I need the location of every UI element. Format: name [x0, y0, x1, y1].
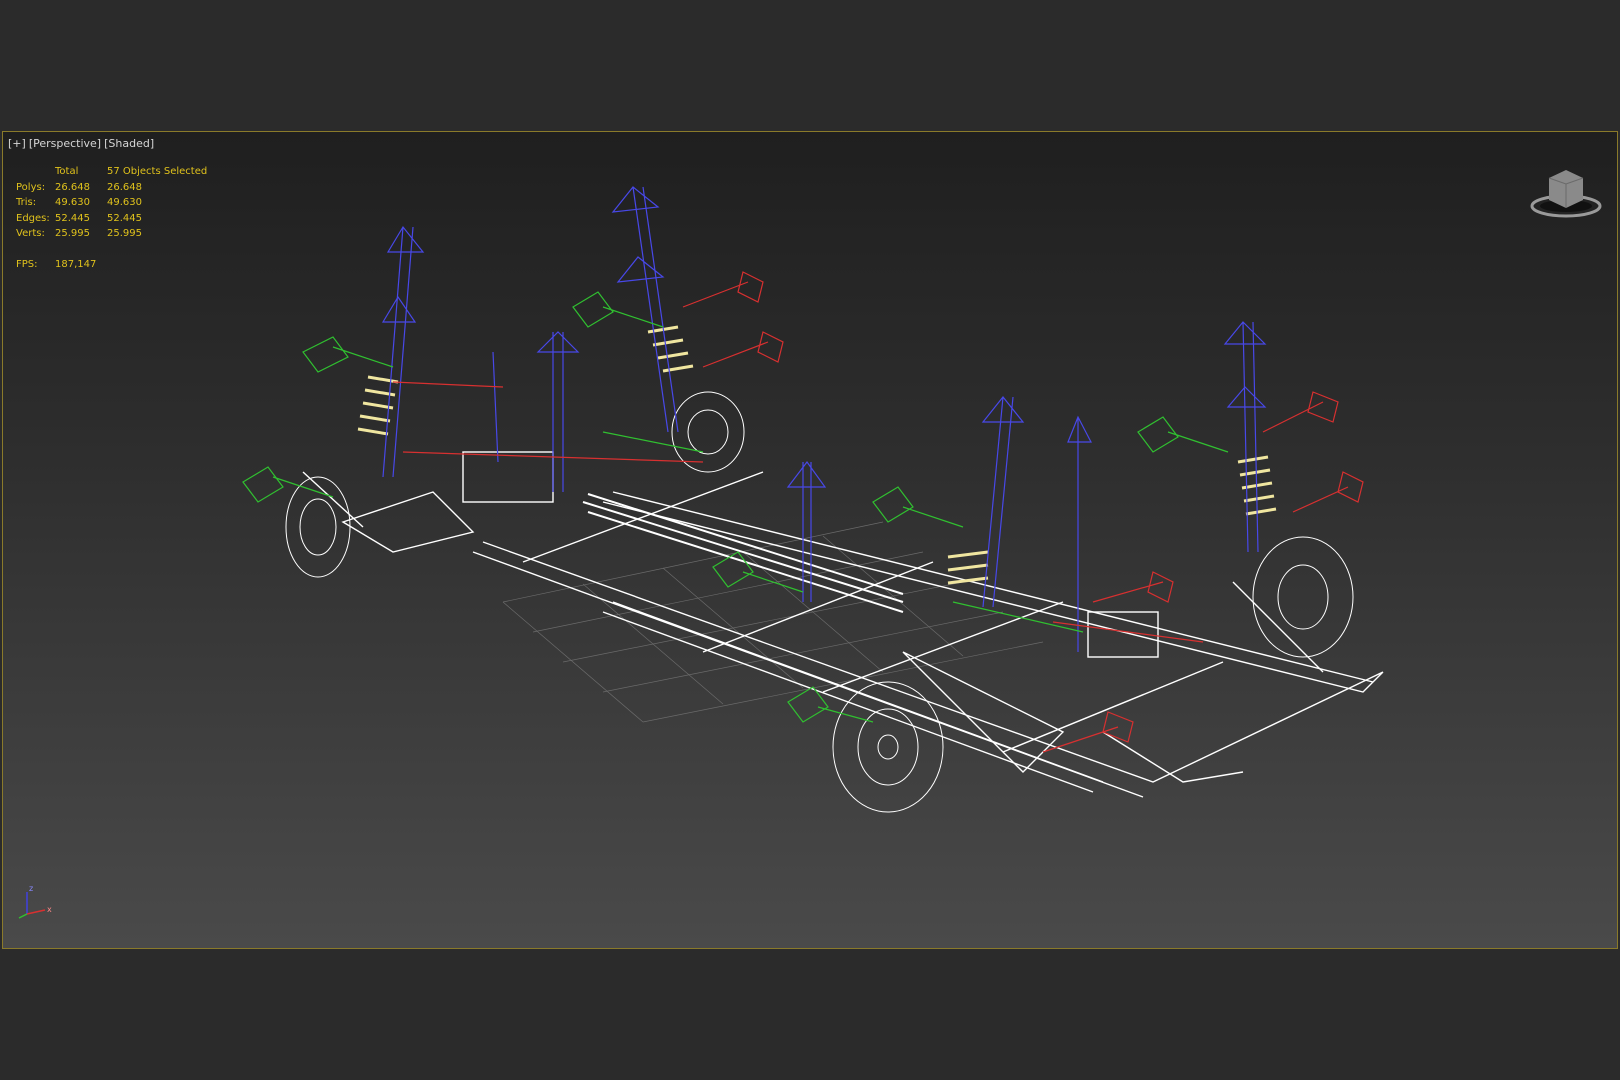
- viewport-label: [+][Perspective][Shaded]: [8, 137, 157, 150]
- stats-total: 26.648: [55, 181, 90, 193]
- stats-selected: 52.445: [107, 212, 142, 224]
- stats-total-header: Total: [55, 166, 79, 177]
- stats-label: Polys:: [16, 181, 46, 193]
- fps-value: 187,147: [55, 258, 97, 270]
- stats-selected: 26.648: [107, 181, 142, 193]
- y-axis-gizmos: [242, 291, 1229, 723]
- viewport-menu-button[interactable]: [+]: [8, 137, 26, 150]
- stats-row-fps: FPS: 187,147: [16, 257, 227, 273]
- axis-z-label: z: [29, 884, 33, 893]
- ground-grid: [502, 521, 1044, 723]
- stats-label: Verts:: [16, 228, 45, 239]
- stats-selected: 25.995: [107, 228, 142, 239]
- perspective-viewport[interactable]: [+][Perspective][Shaded] Total 57 Objects…: [2, 131, 1618, 949]
- stats-selected: 49.630: [107, 197, 142, 208]
- wheels: [285, 391, 1354, 813]
- viewcube-icon[interactable]: [1529, 162, 1603, 222]
- stats-row-edges: Edges: 52.445 52.445: [16, 211, 227, 227]
- chassis-frame: [302, 451, 1384, 798]
- stats-total: 25.995: [55, 228, 90, 239]
- stats-label: Tris:: [16, 197, 37, 208]
- z-axis-gizmos: [381, 186, 1267, 652]
- fps-label: FPS:: [16, 258, 38, 270]
- stats-total: 49.630: [55, 197, 90, 208]
- stats-selected-header: 57 Objects Selected: [107, 166, 208, 177]
- axis-tripod-icon: z x: [18, 884, 52, 919]
- stats-total: 52.445: [55, 212, 90, 224]
- statistics-overlay: Total 57 Objects Selected Polys: 26.648 26.…: [16, 164, 227, 272]
- stats-label: Edges:: [16, 212, 50, 224]
- stats-row-tris: Tris: 49.630 49.630: [16, 195, 227, 211]
- shading-mode-button[interactable]: [Shaded]: [104, 137, 155, 150]
- axis-x-label: x: [47, 905, 52, 914]
- stats-row-verts: Verts: 25.995 25.995: [16, 226, 227, 242]
- x-axis-gizmos: [392, 271, 1364, 753]
- stats-row-polys: Polys: 26.648 26.648: [16, 180, 227, 196]
- view-type-button[interactable]: [Perspective]: [28, 137, 102, 150]
- wireframe-scene[interactable]: [3, 132, 1617, 948]
